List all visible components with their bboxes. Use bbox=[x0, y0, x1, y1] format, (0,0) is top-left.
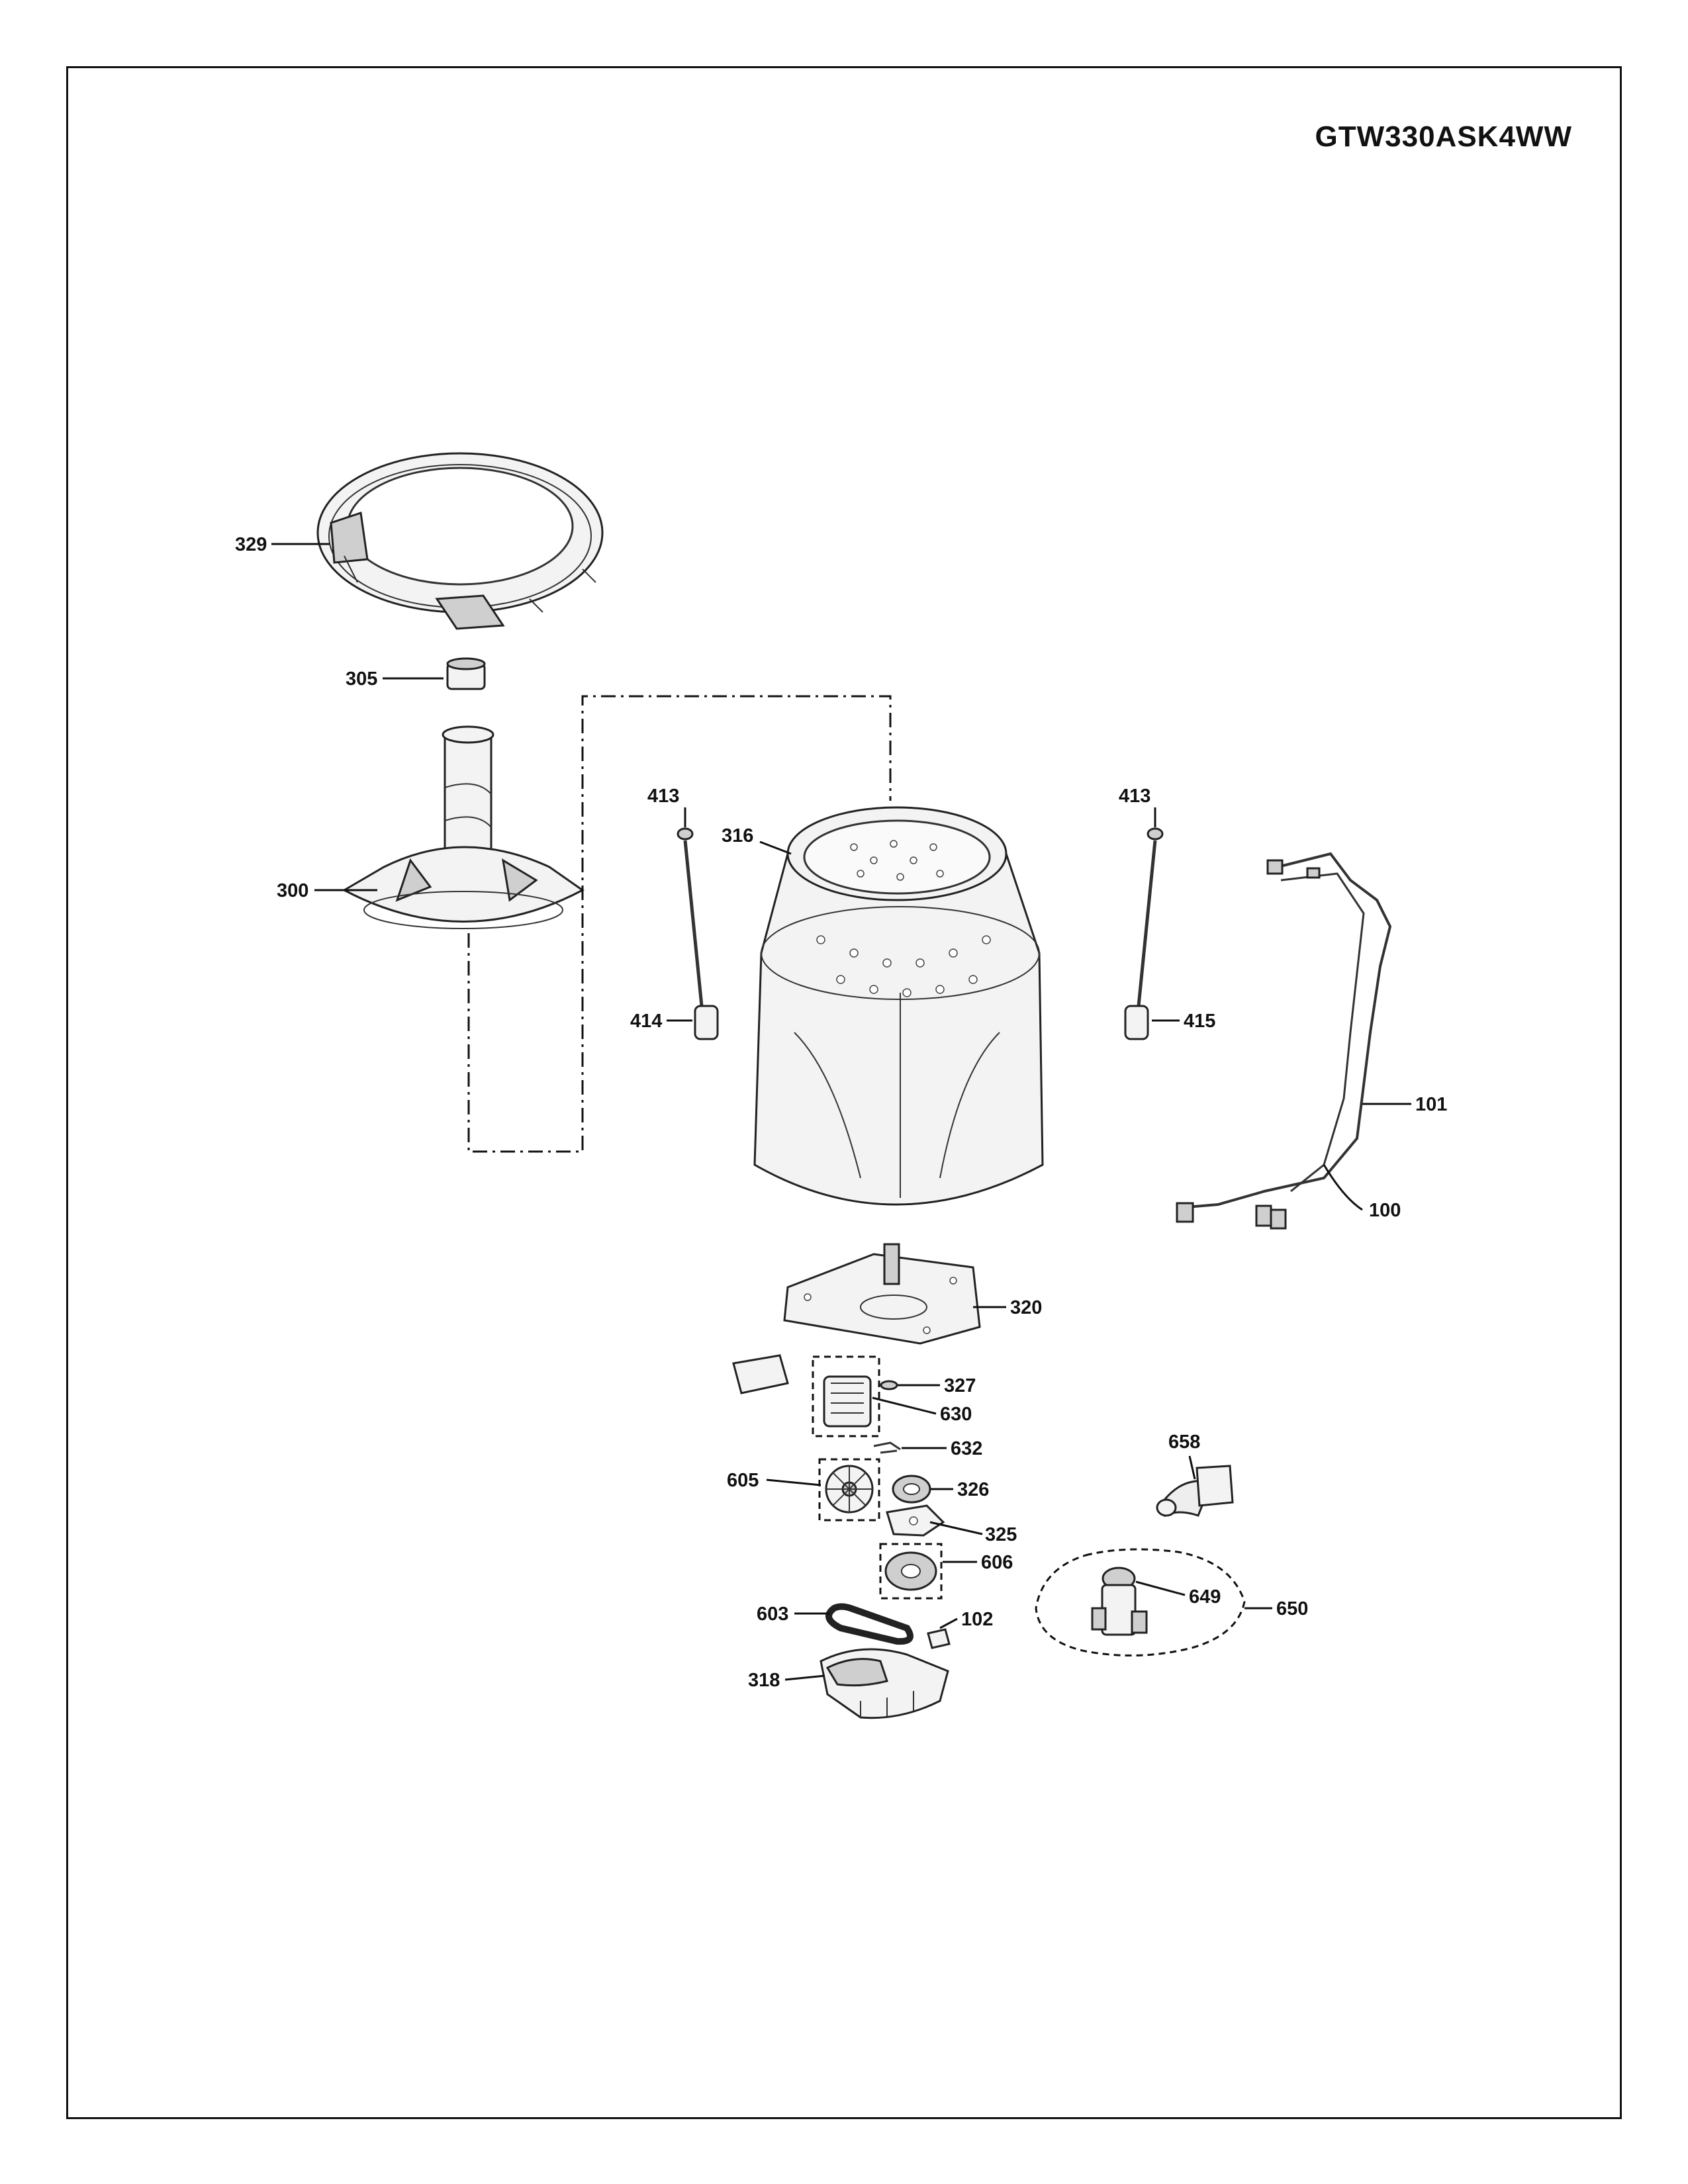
wash-basket-drawing bbox=[753, 806, 1044, 1206]
part-label-101: 101 bbox=[1415, 1094, 1447, 1115]
impeller-drawing bbox=[342, 725, 585, 929]
leader-605 bbox=[766, 1479, 821, 1486]
part-label-320: 320 bbox=[1010, 1297, 1042, 1318]
bracket-drawing bbox=[886, 1504, 945, 1537]
leader-630 bbox=[872, 1396, 937, 1415]
assembly-path-line bbox=[467, 695, 892, 1153]
rotor-small-drawing bbox=[892, 1475, 931, 1504]
leader-102 bbox=[939, 1617, 958, 1629]
drain-pump-drawing bbox=[1091, 1567, 1148, 1636]
part-label-413-left: 413 bbox=[647, 786, 679, 807]
base-pan-drawing bbox=[820, 1648, 949, 1719]
part-label-606: 606 bbox=[981, 1552, 1013, 1573]
part-label-300: 300 bbox=[277, 880, 308, 901]
mounting-plate-drawing bbox=[783, 1243, 981, 1345]
drain-pump-enclosure bbox=[1035, 1548, 1246, 1657]
leader-325 bbox=[929, 1521, 983, 1535]
part-label-632: 632 bbox=[951, 1438, 982, 1459]
tub-cover-drawing bbox=[316, 452, 604, 630]
part-label-415: 415 bbox=[1184, 1011, 1215, 1032]
part-label-329: 329 bbox=[235, 534, 267, 555]
part-label-327: 327 bbox=[944, 1375, 976, 1396]
diagram-frame bbox=[66, 66, 1622, 2119]
leader-318 bbox=[784, 1674, 825, 1681]
drive-belt-drawing bbox=[825, 1603, 914, 1645]
part-label-649: 649 bbox=[1189, 1586, 1221, 1608]
part-label-316: 316 bbox=[722, 825, 753, 846]
part-label-413-right: 413 bbox=[1119, 786, 1150, 807]
part-label-630: 630 bbox=[940, 1404, 972, 1425]
basket-perforations bbox=[816, 840, 991, 997]
part-label-102: 102 bbox=[961, 1609, 993, 1630]
bearing-sleeve-drawing bbox=[446, 657, 486, 690]
leader-658 bbox=[1188, 1455, 1196, 1480]
part-label-414: 414 bbox=[630, 1011, 662, 1032]
motor-group-drawing bbox=[732, 1354, 901, 1454]
part-label-326: 326 bbox=[957, 1479, 989, 1500]
suspension-left-drawing bbox=[677, 827, 719, 1040]
rotor-drawing bbox=[879, 1543, 943, 1600]
clip-drawing bbox=[927, 1628, 951, 1649]
pulley-fan-drawing bbox=[818, 1458, 880, 1522]
part-label-318: 318 bbox=[748, 1670, 780, 1691]
leader-100 bbox=[1323, 1164, 1363, 1211]
model-number: GTW330ASK4WW bbox=[1315, 120, 1572, 153]
part-label-603: 603 bbox=[757, 1604, 788, 1625]
part-label-305: 305 bbox=[346, 668, 377, 690]
drain-hose-drawing bbox=[1156, 1465, 1234, 1518]
leader-316 bbox=[759, 841, 792, 855]
leader-649 bbox=[1135, 1580, 1186, 1596]
suspension-right-drawing bbox=[1124, 827, 1164, 1040]
part-label-100: 100 bbox=[1369, 1200, 1401, 1221]
part-label-605: 605 bbox=[727, 1470, 759, 1491]
part-label-658: 658 bbox=[1168, 1432, 1200, 1453]
wire-harness-drawing bbox=[1176, 852, 1392, 1230]
part-label-325: 325 bbox=[985, 1524, 1017, 1545]
part-label-650: 650 bbox=[1276, 1598, 1308, 1619]
